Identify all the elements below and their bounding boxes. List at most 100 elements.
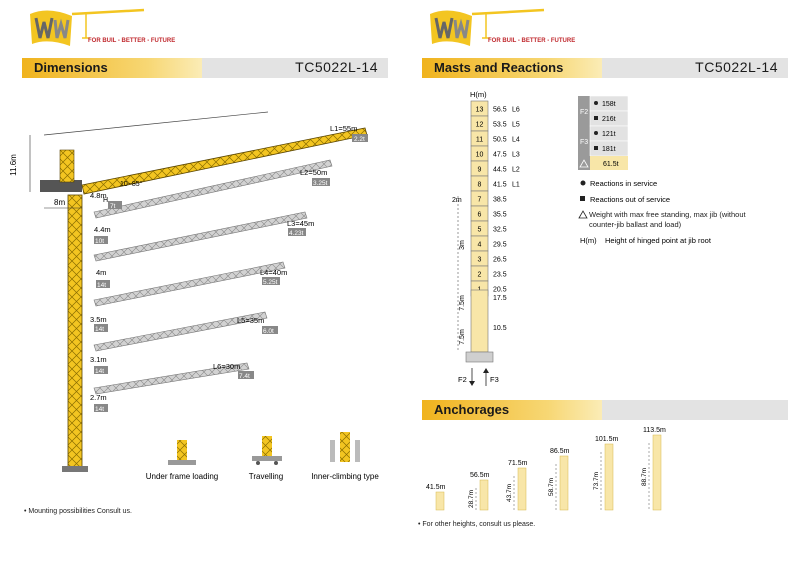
anchorage-top-height: 113.5m <box>643 427 666 434</box>
config-2-name: L2=50m <box>300 168 327 177</box>
config-2-tip: 3.25t <box>313 180 328 187</box>
config-5-radius: 3.1m <box>90 355 107 364</box>
anchorage-top-height: 101.5m <box>595 436 619 443</box>
mast-section-number: 13 <box>476 107 484 114</box>
brand-logo: FOR BUIL - BETTER - FUTURE <box>430 8 575 47</box>
mast-section-height: 50.5 <box>493 137 507 144</box>
base-type-inner-climbing: Inner-climbing type <box>311 472 379 481</box>
mast-section-jib: L2 <box>512 167 520 174</box>
mast-section-height: 29.5 <box>493 242 507 249</box>
mast-section-number: 8 <box>478 182 482 189</box>
jib-angle-label: 10~85° <box>120 180 143 188</box>
config-6-tip: 7.4t <box>239 373 250 380</box>
anchorage-column: 41.5m <box>426 484 446 511</box>
mast-section-number: 9 <box>478 167 482 174</box>
counter-jib <box>40 180 82 192</box>
mast-section-number: 6 <box>478 212 482 219</box>
anchorage-column: 71.5m 43.7m <box>506 460 528 511</box>
tower-height-label: 11.6m <box>9 154 18 176</box>
anchorage-spacing: 28.7m <box>468 490 475 508</box>
mast-section-height: 56.5 <box>493 107 507 114</box>
reactions-table: F2 F3 158t 216t 121t 181t 61.5t <box>578 95 629 170</box>
config-6-name: L6=30m <box>213 362 240 371</box>
mast-axis-label: H(m) <box>470 90 487 99</box>
anchorage-column: 101.5m 73.7m <box>593 436 619 511</box>
anchorage-spacing: 73.7m <box>593 472 600 490</box>
service-dot-icon <box>580 180 586 186</box>
mast-section-number: 4 <box>478 242 482 249</box>
config-6-radius: 2.7m <box>90 393 107 402</box>
anchorage-column: 56.5m 28.7m <box>468 472 490 511</box>
mast-section-height: 26.5 <box>493 257 507 264</box>
mast-section-height: 23.5 <box>493 272 507 279</box>
left-footnote: • Mounting possibilities Consult us. <box>24 508 132 515</box>
legend-in-service: Reactions in service <box>590 179 657 188</box>
dim-section-label: 3m <box>459 240 466 250</box>
travelling-icon <box>252 436 282 465</box>
dimensions-diagram: 11.6m 10~85° H 8m L1=55m 2.2t 4.8m 7t L2… <box>9 111 379 481</box>
under-frame-icon <box>168 440 196 465</box>
config-3-name: L3=45m <box>287 219 314 228</box>
legend-hinge-height: Height of hinged point at jib root <box>605 236 712 245</box>
anchorage-spacing: 58.7m <box>548 478 555 496</box>
jib-variants <box>93 159 333 395</box>
mast-section-height: 32.5 <box>493 227 507 234</box>
reaction-group-f3: F3 <box>580 139 588 146</box>
anchorages-header: Anchorages <box>422 400 788 420</box>
legend-weight: Weight with max free standing, max jib (… <box>589 210 746 229</box>
reaction-f2-service: 158t <box>602 101 616 108</box>
base-type-under-frame: Under frame loading <box>146 472 218 481</box>
anchorage-top-height: 71.5m <box>508 460 528 467</box>
weight-icon <box>579 159 589 168</box>
config-1-name: L1=55m <box>330 124 357 133</box>
config-3-max: 14t <box>97 282 106 289</box>
mast-section-height: 38.5 <box>493 197 507 204</box>
section-header: Masts and Reactions TC5022L-14 <box>422 58 788 78</box>
dim-base2-label: 7.5m <box>459 329 466 345</box>
config-1-radius: 4.8m <box>90 191 107 200</box>
mast-base-section: 17.5 10.5 <box>465 289 507 363</box>
brand-slogan: FOR BUIL - BETTER - FUTURE <box>488 38 575 44</box>
reaction-group-f2: F2 <box>580 109 588 116</box>
legend-key-h: H(m) <box>580 236 597 245</box>
left-page: FOR BUIL - BETTER - FUTURE Dimensions TC… <box>9 8 388 515</box>
config-4-tip: 5.25t <box>263 279 278 286</box>
mast-section-number: 5 <box>478 227 482 234</box>
dim-top-label: 2m <box>452 197 462 204</box>
config-3-radius: 4m <box>96 268 106 277</box>
anchorage-top-height: 56.5m <box>470 472 490 479</box>
config-6-max: 14t <box>95 406 104 413</box>
mast-section-number: 3 <box>478 257 482 264</box>
reactions-legend: Reactions in service Reactions out of se… <box>578 179 746 245</box>
mast-section-height: 53.5 <box>493 122 507 129</box>
inner-climbing-icon <box>330 432 360 462</box>
logo-emblem <box>30 8 145 47</box>
reaction-f3-service: 121t <box>602 131 616 138</box>
config-5-name: L5=35m <box>237 316 264 325</box>
tower-base <box>62 466 88 472</box>
mast-section-number: 2 <box>478 272 482 279</box>
config-1-max: 7t <box>110 203 116 210</box>
reaction-weight: 61.5t <box>603 161 619 168</box>
config-5-tip: 6.0t <box>263 328 274 335</box>
anchorage-spacing: 43.7m <box>506 484 513 502</box>
out-service-square-icon <box>580 196 585 201</box>
mast-section-jib: L3 <box>512 152 520 159</box>
mast-section-jib: L4 <box>512 137 520 144</box>
config-4-name: L4=40m <box>260 268 287 277</box>
mast-section-height: 35.5 <box>493 212 507 219</box>
brand-logo: FOR BUIL - BETTER - FUTURE <box>30 8 175 47</box>
